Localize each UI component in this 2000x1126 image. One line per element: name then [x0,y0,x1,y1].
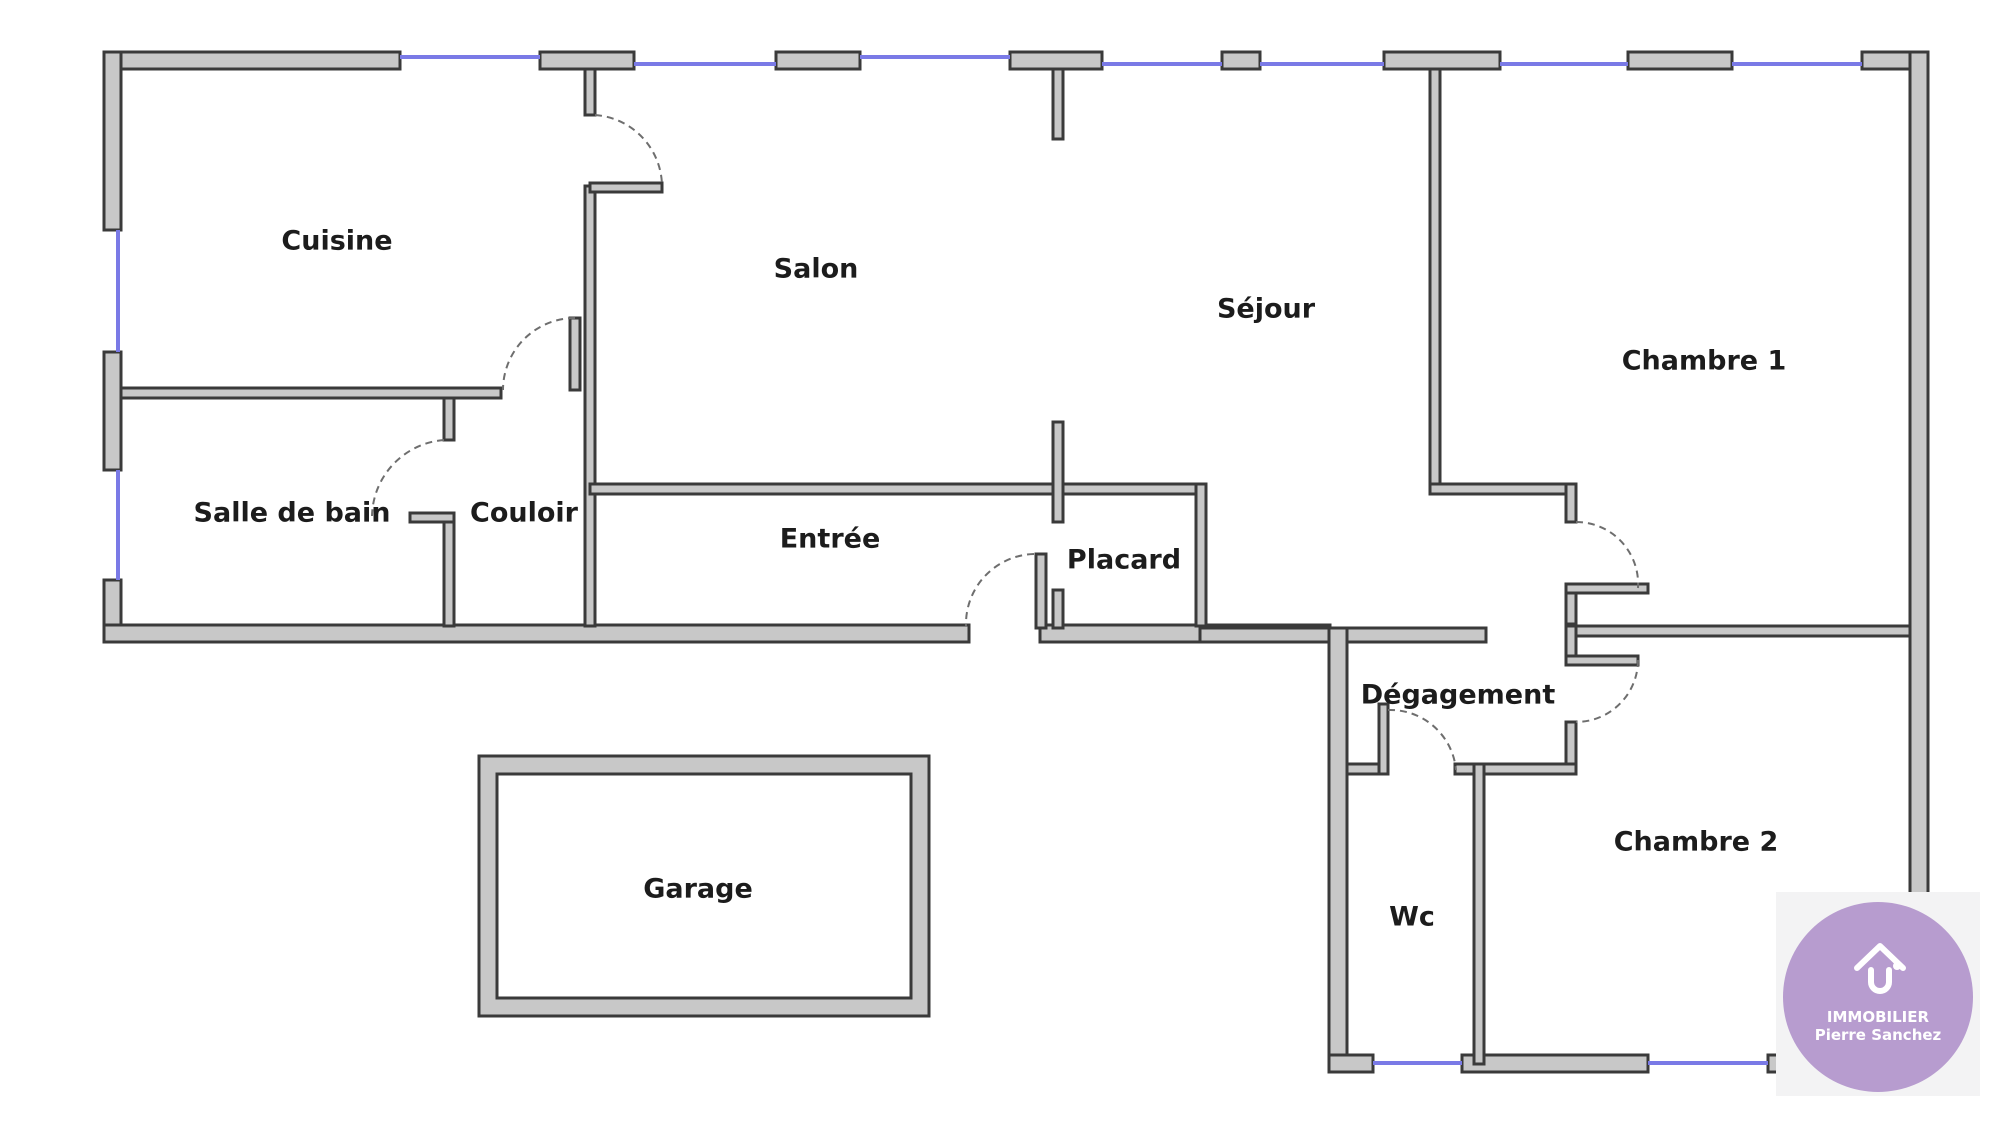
house-icon [1854,943,1906,994]
logo-line-1: IMMOBILIER [1826,1008,1930,1026]
room-label-garage: Garage [643,873,753,905]
interior-walls [119,67,1912,1066]
room-label-salon: Salon [773,253,859,285]
door-swing [371,439,445,517]
garage-walls [477,754,931,1018]
room-label-placard: Placard [1066,544,1182,576]
room-label-salle-de-bain: Salle de bain [193,497,391,529]
door-swing [502,317,576,391]
room-label-chambre-1: Chambre 1 [1621,345,1787,377]
room-label-entree: Entrée [779,523,881,555]
door-swing [964,553,1035,627]
room-label-couloir: Couloir [470,497,578,529]
agency-logo: IMMOBILIER Pierre Sanchez [1783,902,1973,1092]
door-swing [1387,708,1457,771]
room-label-degagement: Dégagement [1360,679,1556,711]
logo-line-2: Pierre Sanchez [1814,1026,1942,1044]
door-swing [1575,659,1639,723]
room-label-chambre-2: Chambre 2 [1613,826,1779,858]
door-swing [1575,520,1640,589]
doors [371,114,1640,771]
room-label-cuisine: Cuisine [281,225,393,257]
door-swing [594,114,663,187]
room-label-wc: Wc [1389,901,1435,933]
room-label-sejour: Séjour [1216,293,1316,325]
outer-walls [102,50,1930,1074]
